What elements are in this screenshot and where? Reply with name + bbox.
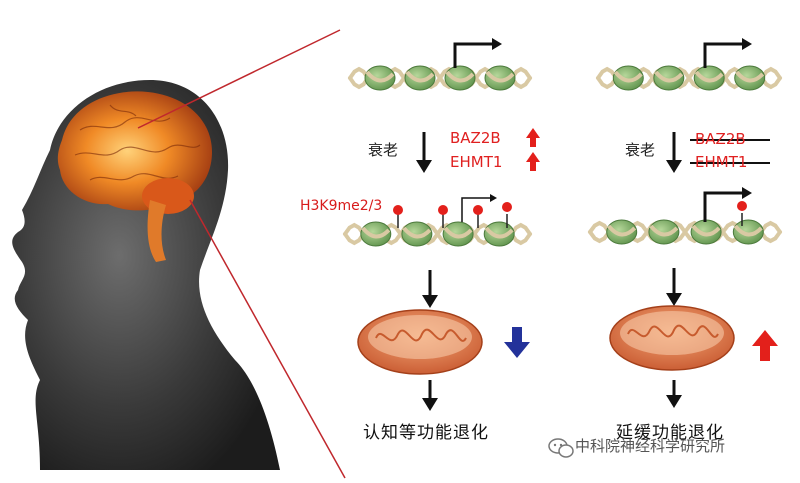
transcription-arrowhead-right-top <box>742 38 752 50</box>
nucleosome <box>401 221 433 247</box>
flow-arrow-left-2 <box>422 270 438 308</box>
human-head-illustration <box>12 80 281 470</box>
gene-label-baz2b-left: BAZ2B <box>450 129 501 147</box>
flow-arrow-right-1 <box>666 132 682 173</box>
dna-wrap <box>405 70 435 83</box>
chromatin-left-top <box>348 65 532 91</box>
outcome-right: 延缓功能退化 <box>616 423 724 443</box>
transcription-arrowhead-left-top <box>492 38 502 50</box>
nucleosome <box>444 65 476 91</box>
methyl-mark <box>737 201 747 226</box>
nucleosome <box>360 221 392 247</box>
chromatin-right-mid <box>588 219 782 245</box>
methylation-marks <box>393 201 747 228</box>
nucleosome <box>404 65 436 91</box>
gene-label-ehmt1-right: EHMT1 <box>695 153 748 171</box>
gene-up-arrow <box>526 152 540 171</box>
zoom-line-top <box>137 29 341 129</box>
transcription-arrow-left-mid <box>461 197 490 222</box>
dna-wrap <box>365 70 395 83</box>
aging-label-left: 衰老 <box>368 141 399 159</box>
dna-wrap <box>694 70 724 83</box>
nucleosome <box>606 219 638 245</box>
dna-wrap <box>484 226 514 239</box>
flow-arrow-left-1 <box>416 132 432 173</box>
transcription-arrow-left-top <box>453 42 492 68</box>
nucleosome <box>484 65 516 91</box>
nucleosome <box>653 65 685 91</box>
dna-wrap <box>654 70 684 83</box>
histone-mark-label: H3K9me2/3 <box>300 198 383 214</box>
mito-down-arrow <box>504 327 530 358</box>
dna-wrap <box>613 70 643 83</box>
brainstem <box>147 200 166 262</box>
nucleosome <box>732 219 764 245</box>
nucleosome <box>693 65 725 91</box>
transcription-arrowhead-right-mid <box>742 187 752 199</box>
dna-wrap <box>735 70 765 83</box>
dna-wrap <box>691 224 721 237</box>
methyl-mark <box>502 202 512 228</box>
flow-arrow-left-3 <box>422 380 438 411</box>
mitochondrion-right <box>609 305 735 371</box>
nucleosome <box>648 219 680 245</box>
brain-folds <box>74 104 201 181</box>
methyl-mark <box>438 205 448 228</box>
gene-label-baz2b-right: BAZ2B <box>695 130 746 148</box>
gene-label-ehmt1-left: EHMT1 <box>450 153 503 171</box>
methyl-mark <box>393 205 403 228</box>
dna-wrap <box>361 226 391 239</box>
zoom-line-bottom <box>189 199 346 479</box>
gene-up-arrow <box>526 128 540 147</box>
dna-wrap <box>607 224 637 237</box>
nucleosome <box>612 65 644 91</box>
outcome-left: 认知等功能退化 <box>363 423 489 443</box>
nucleosome <box>442 221 474 247</box>
dna-wrap <box>649 224 679 237</box>
dna-wrap <box>733 224 763 237</box>
methyl-mark <box>473 205 483 228</box>
mitochondrion-left <box>357 309 483 375</box>
flow-arrow-right-2 <box>666 268 682 306</box>
dna-wrap <box>402 226 432 239</box>
wechat-icon <box>548 438 574 458</box>
transcription-arrowhead-left-mid <box>490 194 497 202</box>
dna-wrap <box>443 226 473 239</box>
aging-label-right: 衰老 <box>625 141 656 159</box>
mito-up-arrow <box>752 330 778 361</box>
chromatin-left-mid <box>343 221 532 247</box>
transcription-arrow-right-mid <box>703 191 742 222</box>
flow-arrows <box>416 132 682 411</box>
nucleosome <box>734 65 766 91</box>
dna-wrap <box>485 70 515 83</box>
flow-arrow-right-3 <box>666 380 682 408</box>
chromatin-right-top <box>596 65 782 91</box>
transcription-arrow-right-top <box>703 42 742 68</box>
dna-wrap <box>445 70 475 83</box>
nucleosome <box>364 65 396 91</box>
watermark-text: 中科院神经科学研究所 <box>575 437 726 455</box>
